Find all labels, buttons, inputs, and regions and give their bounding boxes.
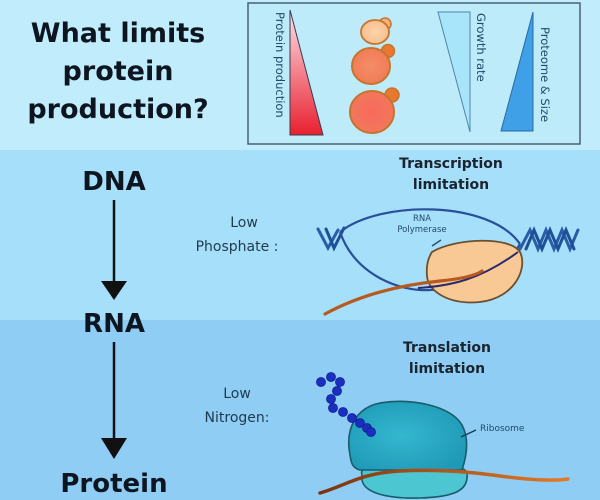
rna-polymerase-label-line-2: Polymerase xyxy=(397,225,446,235)
growth-rate-label: Growth rate xyxy=(474,13,488,82)
dna-strand-upper xyxy=(339,208,521,245)
proteome-size-label: Proteome & Size xyxy=(538,27,552,122)
dna-template-through-polymerase xyxy=(417,251,519,289)
rna-polymerase-label-line-1: RNA xyxy=(413,214,431,224)
yeast-cell-medium-icon xyxy=(351,43,396,85)
central-dogma-flow: DNA RNA Protein xyxy=(60,167,167,499)
title-line-1: What limits xyxy=(31,18,205,49)
yeast-cell-small-icon xyxy=(360,17,392,45)
transcription-header-line-1: Transcription xyxy=(399,156,503,172)
translation-header-line-2: limitation xyxy=(409,361,485,377)
ribosome-pointer xyxy=(460,429,477,438)
protein-production-label: Protein production xyxy=(273,12,287,118)
main-title: What limits protein production? xyxy=(27,18,208,125)
title-line-3: production? xyxy=(27,94,208,125)
rna-polymerase-icon xyxy=(425,239,524,304)
translation-band xyxy=(0,320,600,500)
translation-section: Translation limitation Low Nitrogen: Rib… xyxy=(205,340,570,499)
protein-production-triangle-icon xyxy=(289,9,324,136)
growth-rate-triangle-icon xyxy=(437,11,471,133)
dna-label: DNA xyxy=(82,167,145,197)
yeast-cell-large-icon xyxy=(349,87,400,134)
mrna-strand-icon xyxy=(318,468,570,495)
arrow-rna-protein-head-icon xyxy=(101,438,127,459)
low-nitrogen-line-1: Low xyxy=(223,386,251,402)
translation-header-line-1: Translation xyxy=(403,340,491,356)
polymerase-pointer xyxy=(431,239,442,247)
protein-label: Protein xyxy=(60,469,167,499)
title-line-2: protein xyxy=(63,56,174,87)
rna-label: RNA xyxy=(83,309,145,339)
transcription-header-line-2: limitation xyxy=(413,177,489,193)
low-nitrogen-line-2: Nitrogen: xyxy=(205,410,270,426)
proteome-size-triangle-icon xyxy=(500,11,534,132)
mrna-transcript-icon xyxy=(323,269,484,316)
dna-helix-right-icon xyxy=(518,226,580,253)
peptide-chain-icon xyxy=(316,372,376,437)
ribosome-large-subunit-icon xyxy=(348,400,468,471)
low-phosphate-line-1: Low xyxy=(230,215,258,231)
legend-box: Protein production Growth rate Proteome … xyxy=(247,2,581,145)
low-phosphate-line-2: Phosphate : xyxy=(196,239,279,255)
arrow-dna-rna-head-icon xyxy=(101,281,127,300)
transcription-section: Transcription limitation Low Phosphate :… xyxy=(196,156,580,316)
ribosome-label: Ribosome xyxy=(480,424,525,434)
